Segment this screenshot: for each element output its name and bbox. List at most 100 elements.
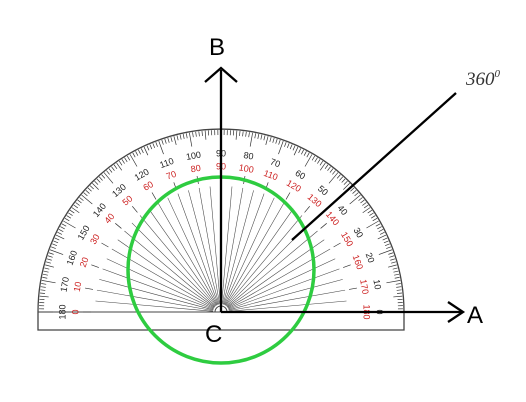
protractor-rays: [95, 186, 347, 312]
protractor-tick: [58, 229, 64, 232]
protractor-tick: [298, 148, 302, 154]
protractor-tick: [272, 137, 275, 143]
protractor-tick: [71, 207, 80, 214]
protractor-tick: [363, 204, 369, 209]
protractor-tick: [61, 223, 67, 227]
protractor-tick: [329, 168, 334, 173]
protractor-tick: [155, 141, 158, 147]
protractor-tick: [140, 148, 144, 154]
protractor-tick: [43, 270, 49, 273]
arrowhead-a: [447, 301, 466, 323]
protractor-tick: [391, 261, 397, 264]
protractor-tick: [53, 240, 59, 244]
protractor-ray: [225, 208, 294, 306]
protractor-tick: [108, 168, 113, 173]
protractor-tick: [87, 187, 92, 192]
protractor-tick: [327, 166, 331, 171]
protractor-inner-tick: [348, 287, 357, 290]
protractor-tick: [96, 178, 101, 183]
protractor-tick: [239, 130, 241, 137]
protractor-tick: [45, 261, 51, 264]
protractor-tick: [79, 197, 84, 201]
protractor-tick: [375, 223, 381, 227]
protractor-tick: [388, 252, 394, 255]
protractor-inner-tick: [132, 206, 138, 213]
protractor-tick: [360, 199, 365, 204]
protractor-tick: [289, 144, 293, 150]
protractor-tick: [54, 237, 60, 241]
protractor-tick: [284, 141, 287, 147]
protractor-tick: [149, 144, 153, 150]
protractor-tick: [319, 162, 326, 171]
protractor-tick: [377, 226, 382, 230]
arrowhead-b: [204, 66, 238, 83]
scale-number: 40: [335, 203, 349, 217]
protractor-tick: [111, 166, 115, 171]
scale-number: 20: [78, 256, 91, 269]
protractor-tick: [304, 154, 313, 167]
protractor-tick: [126, 155, 131, 161]
protractor-tick: [388, 264, 397, 268]
protractor-inner-tick: [91, 264, 99, 268]
protractor-tick: [377, 234, 387, 240]
protractor-tick: [46, 258, 52, 261]
protractor-ray: [228, 268, 340, 310]
protractor-inner-tick: [320, 223, 327, 229]
protractor-tick: [118, 160, 123, 166]
angle-rays: [204, 66, 466, 323]
protractor-tick: [195, 131, 197, 137]
protractor-tick: [384, 243, 390, 247]
protractor-tick: [393, 270, 399, 273]
protractor-ray: [221, 186, 233, 305]
protractor-tick: [275, 138, 278, 144]
protractor-tick: [45, 264, 54, 268]
protractor-tick: [116, 162, 123, 171]
protractor-ray: [222, 190, 254, 305]
scale-number: 80: [190, 163, 202, 175]
scale-number: 30: [352, 226, 366, 240]
protractor-tick: [143, 146, 149, 156]
protractor-tick: [124, 157, 128, 163]
protractor-tick: [81, 194, 93, 205]
protractor-ray: [131, 222, 216, 307]
protractor-tick: [362, 202, 367, 206]
protractor-tick: [395, 283, 401, 285]
protractor-tick: [75, 202, 80, 206]
ray-360: [291, 92, 457, 241]
protractor-ray: [167, 197, 218, 305]
protractor-tick: [392, 267, 398, 270]
protractor-tick: [55, 234, 65, 240]
protractor-tick: [249, 132, 253, 147]
protractor-tick: [343, 180, 348, 185]
protractor-ray: [223, 193, 265, 305]
protractor-inner-tick: [151, 192, 157, 200]
protractor-ray: [148, 208, 217, 306]
protractor-tick: [396, 286, 402, 288]
protractor-tick: [121, 159, 125, 164]
protractor-ray: [222, 187, 244, 305]
protractor-tick: [286, 143, 290, 149]
protractor-tick: [306, 152, 310, 158]
protractor-ray: [102, 268, 214, 310]
protractor-tick: [301, 149, 304, 155]
protractor-tick: [60, 226, 65, 230]
protractor-tick: [235, 130, 238, 140]
protractor-ray: [157, 202, 218, 306]
protractor-tick: [135, 151, 139, 156]
scale-number: 70: [165, 169, 178, 182]
protractor-ray: [95, 300, 214, 312]
protractor-tick: [129, 154, 138, 167]
protractor-ray: [198, 187, 220, 305]
protractor-ray: [225, 215, 303, 307]
protractor-tick: [317, 159, 321, 164]
protractor-tick: [77, 199, 82, 204]
protractor-tick: [39, 292, 46, 294]
protractor-tick: [164, 138, 167, 144]
protractor-tick: [69, 209, 75, 214]
protractor-tick: [170, 136, 173, 142]
protractor-tick: [352, 189, 357, 194]
protractor-tick: [173, 136, 177, 145]
protractor-tick: [383, 240, 389, 244]
scale-number: 50: [316, 183, 330, 197]
